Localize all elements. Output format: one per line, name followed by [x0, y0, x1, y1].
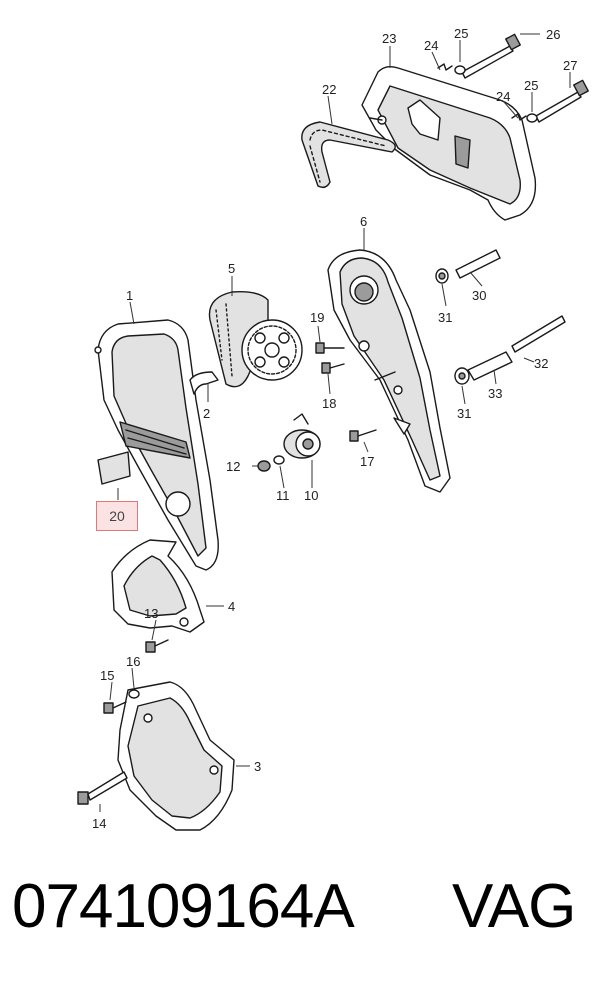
bolt-17: [349, 429, 377, 442]
part-2-clip: [189, 371, 219, 395]
callout-5: 5: [228, 261, 235, 276]
part-1-front-cover: [94, 319, 219, 571]
callout-13: 13: [144, 606, 158, 621]
callout-4: 4: [228, 599, 235, 614]
callout-31-top: 31: [438, 310, 452, 325]
part-11-washer: [273, 455, 285, 465]
callout-labels: 23 24 25 26 27 24 25 22 6 5 1 19 30 31 3…: [92, 26, 577, 831]
callout-16: 16: [126, 654, 140, 669]
bolt-13: [145, 639, 169, 653]
part-4-middle-cover: [111, 539, 205, 633]
callout-18: 18: [322, 396, 336, 411]
bolt-18: [321, 362, 345, 374]
callout-20-label: 20: [109, 508, 125, 524]
callout-25-mid: 25: [524, 78, 538, 93]
leader-lines: [99, 33, 571, 812]
callout-24-top: 24: [424, 38, 438, 53]
bolt-19: [315, 342, 345, 354]
bolt-26: [437, 33, 521, 79]
callout-2: 2: [203, 406, 210, 421]
part-30-stud: [435, 249, 501, 284]
callout-32: 32: [534, 356, 548, 371]
bolt-14: [77, 771, 128, 805]
part-22-toothed-belt: [301, 121, 396, 189]
callout-23: 23: [382, 31, 396, 46]
part-3-lower-cover: [117, 681, 235, 831]
callout-17: 17: [360, 454, 374, 469]
callout-1: 1: [126, 288, 133, 303]
brand-label: VAG: [452, 872, 576, 941]
callout-22: 22: [322, 82, 336, 97]
part-20-clip: [97, 451, 131, 485]
part-5-belt-sprocket: [208, 290, 303, 388]
bolt-15: [103, 701, 127, 714]
callout-12: 12: [226, 459, 240, 474]
part-10-tensioner: [283, 413, 321, 459]
part-23-upper-cover: [361, 65, 537, 221]
washer-16: [128, 689, 140, 699]
callout-26: 26: [546, 27, 560, 42]
part-32-long-bolt: [511, 315, 566, 353]
bolt-27: [511, 79, 589, 123]
callout-6: 6: [360, 214, 367, 229]
callout-3: 3: [254, 759, 261, 774]
part-6-rear-cover: [327, 249, 451, 493]
callout-25-top: 25: [454, 26, 468, 41]
callout-27: 27: [563, 58, 577, 73]
callout-15: 15: [100, 668, 114, 683]
callout-33: 33: [488, 386, 502, 401]
callout-30: 30: [472, 288, 486, 303]
part-33-spacer: [454, 351, 513, 385]
part-31-nut-a: [438, 272, 446, 280]
callout-14: 14: [92, 816, 106, 831]
callout-19: 19: [310, 310, 324, 325]
highlighted-callout-20: 20: [96, 501, 138, 531]
part-12-nut: [257, 460, 271, 472]
callout-31-mid: 31: [457, 406, 471, 421]
callout-10: 10: [304, 488, 318, 503]
callout-11: 11: [276, 488, 290, 503]
exploded-parts-diagram: 23 24 25 26 27 24 25 22 6 5 1 19 30 31 3…: [77, 26, 589, 831]
callout-24-mid: 24: [496, 89, 510, 104]
part-number: 074109164A: [12, 872, 355, 941]
